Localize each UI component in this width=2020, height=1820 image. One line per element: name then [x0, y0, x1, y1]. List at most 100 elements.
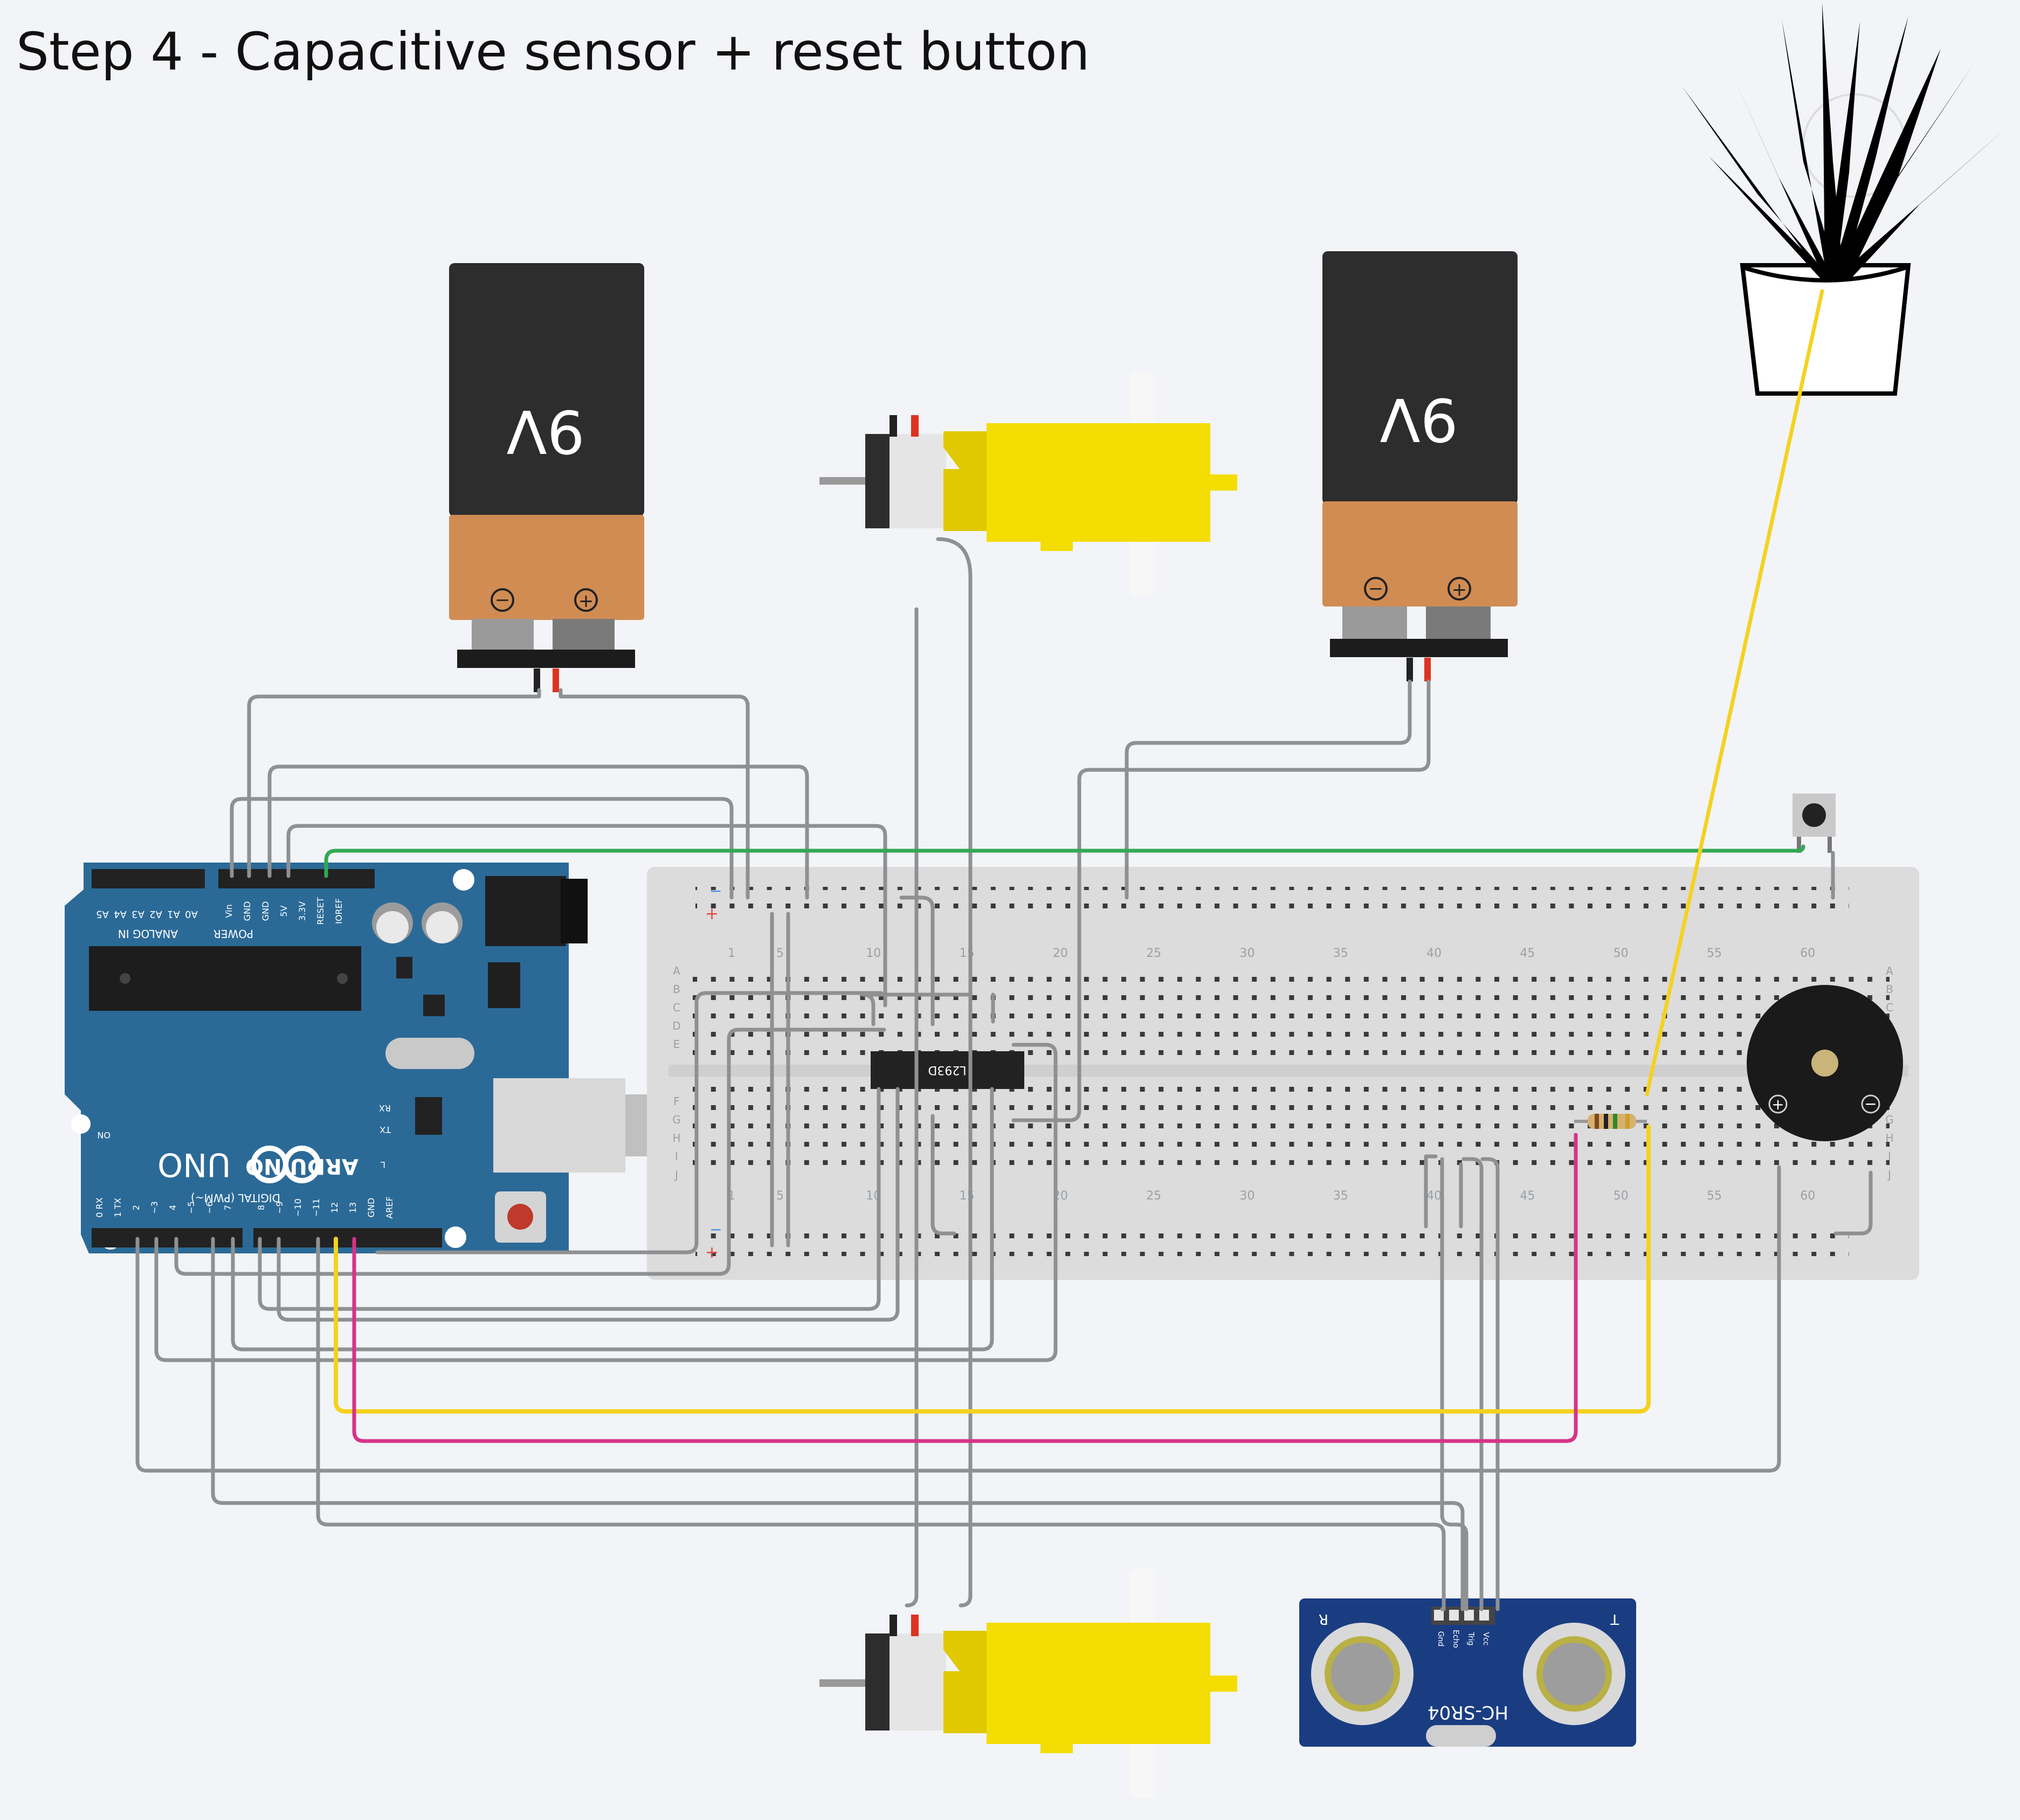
digital-pin-label: ~6 [204, 1201, 215, 1214]
mount-hole [71, 1114, 91, 1134]
breadboard-row-letter: J [674, 1168, 678, 1181]
breadboard-column-number: 55 [1707, 947, 1722, 960]
breadboard-row-letter: G [672, 1113, 681, 1126]
breadboard-column-number: 25 [1146, 1189, 1161, 1203]
breadboard-column-number: 35 [1333, 1189, 1348, 1203]
battery-copper-band [1322, 501, 1518, 606]
sensor-pin-label: Echo [1451, 1630, 1460, 1648]
digital-pin-label: ~3 [149, 1201, 160, 1214]
bottom-power-rail[interactable] [695, 1224, 1849, 1256]
l293d-driver-chip[interactable]: L293D [871, 1051, 1024, 1089]
power-header[interactable] [218, 869, 375, 888]
digital-pin-label: 12 [329, 1202, 340, 1213]
plant-pot-icon[interactable] [1682, 3, 2011, 396]
breadboard-column-number: 50 [1614, 1189, 1629, 1203]
rail-plus-bottom: + [705, 1243, 719, 1262]
analog-label: ANALOG IN [118, 927, 178, 940]
digital-header-high[interactable] [253, 1228, 442, 1247]
mount-hole [453, 869, 474, 891]
arduino-uno[interactable]: ARDUINO UNO POWER ANALOG IN DIGITAL (PWM… [65, 863, 647, 1253]
digital-header-low[interactable] [92, 1228, 243, 1247]
page-title: Step 4 - Capacitive sensor + reset butto… [16, 22, 1090, 82]
breadboard-column-number: 40 [1426, 947, 1442, 960]
arduino-brand: ARDUINO [245, 1154, 359, 1178]
sensor-model: HC-SR04 [1428, 1701, 1508, 1723]
battery-plus-terminal: + [578, 590, 594, 612]
sensor-mark-left: R [1319, 1611, 1328, 1627]
top-power-rail[interactable] [695, 887, 1849, 919]
battery-clip [457, 650, 635, 668]
reset-push-button[interactable] [1793, 794, 1836, 853]
breadboard-row-letter: J [1887, 1168, 1891, 1181]
analog-pin-label: A1 [167, 908, 180, 920]
analog-header[interactable] [92, 869, 205, 888]
battery-9v-left[interactable]: 9V − + [449, 263, 644, 692]
breadboard-column-number: 1 [728, 947, 735, 960]
breadboard-row-letter: C [1886, 1001, 1893, 1014]
digital-pin-label: 1 TX [113, 1198, 123, 1217]
digital-pin-label: AREF [384, 1196, 395, 1218]
power-jack[interactable] [485, 876, 566, 946]
pot [1740, 263, 1911, 396]
wires [135, 289, 1873, 1611]
sensor-pin-label: Trig [1466, 1631, 1475, 1645]
sensor-pin-label: Gnd [1436, 1631, 1445, 1647]
battery-minus-terminal: − [1368, 578, 1384, 599]
terminal-strip-bottom[interactable] [693, 1084, 1890, 1175]
breadboard-row-letter: H [1885, 1132, 1893, 1145]
power-pin-label: GND [260, 901, 271, 921]
battery-body [1322, 251, 1518, 505]
buzzer-plus: + [1771, 1095, 1784, 1113]
dc-gear-motor-bottom[interactable] [819, 1569, 1237, 1798]
digital-pin-label: ~9 [274, 1201, 285, 1214]
breadboard-column-number: 55 [1707, 1189, 1722, 1203]
l-label: L [381, 1160, 385, 1170]
breadboard-column-number: 20 [1053, 947, 1068, 960]
breadboard-row-letter: F [673, 1095, 680, 1108]
breadboard-row-letter: I [1888, 1150, 1891, 1163]
analog-pin-label: A2 [149, 908, 162, 920]
rail-minus-top: − [709, 882, 722, 900]
power-pin-label: Vin [224, 904, 234, 918]
power-label: POWER [213, 927, 253, 940]
rail-minus-bottom: − [709, 1221, 722, 1238]
piezo-buzzer[interactable]: + − [1747, 985, 1903, 1141]
breadboard-row-letter: B [1886, 983, 1893, 996]
resistor[interactable] [1574, 1114, 1647, 1129]
digital-pin-label: 2 [131, 1205, 141, 1210]
motor-gearbox [987, 423, 1210, 542]
battery-label: 9V [506, 397, 584, 466]
power-pin-label: RESET [315, 897, 326, 925]
mount-hole [445, 1226, 466, 1248]
usb-port[interactable] [493, 1078, 625, 1173]
center-channel [668, 1065, 1908, 1077]
battery-plus-terminal: + [1452, 579, 1467, 601]
breadboard-column-number: 5 [776, 947, 784, 960]
crystal [385, 1038, 474, 1069]
breadboard-column-number: 10 [866, 947, 881, 960]
voltage-regulator [488, 962, 520, 1008]
on-label: ON [97, 1130, 111, 1140]
chip-label: L293D [928, 1063, 966, 1077]
battery-body [449, 263, 644, 516]
breadboard-row-letter: A [673, 964, 680, 977]
breadboard-row-letter: A [1886, 964, 1893, 977]
breadboard-column-number: 5 [776, 1189, 784, 1203]
buzzer-minus: − [1864, 1095, 1877, 1113]
digital-pin-label: 13 [348, 1202, 358, 1213]
breadboard-column-number: 35 [1333, 947, 1348, 960]
terminal-strip-top[interactable] [693, 965, 1890, 1057]
digital-pin-label: ~11 [311, 1198, 321, 1217]
dc-gear-motor-top[interactable] [819, 372, 1237, 596]
breadboard-column-number: 60 [1800, 1189, 1815, 1203]
breadboard-row-letter: I [675, 1150, 678, 1163]
battery-9v-right[interactable]: 9V − + [1322, 251, 1518, 681]
power-pin-label: GND [242, 901, 252, 921]
